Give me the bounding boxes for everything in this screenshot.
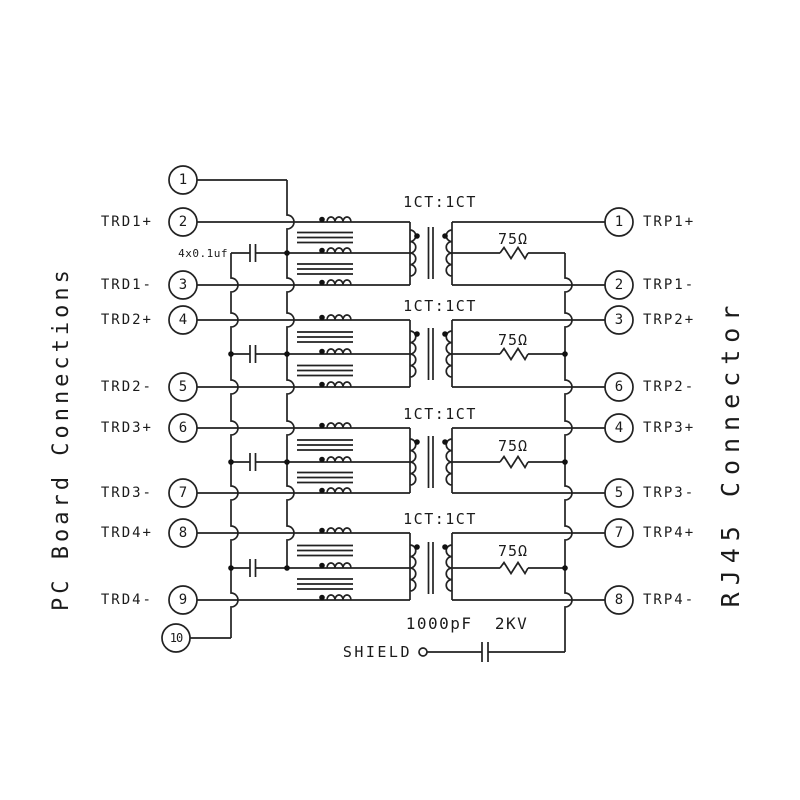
left-pin-label: TRD3- xyxy=(100,485,153,501)
left-pin-number: 3 xyxy=(178,277,188,293)
pin-circle xyxy=(604,413,634,443)
left-pin-number: 9 xyxy=(178,592,188,608)
right-pin-number: 1 xyxy=(614,214,624,230)
resistor-value-label: 75Ω xyxy=(497,230,529,248)
left-pin-number: 5 xyxy=(178,379,188,395)
left-pin-number: 2 xyxy=(178,214,188,230)
pin-circle xyxy=(168,518,198,548)
transformer-ratio-label: 1CT:1CT xyxy=(403,297,477,315)
pin-circle xyxy=(604,585,634,615)
pin-circle xyxy=(168,305,198,335)
pin-circle xyxy=(161,623,191,653)
right-pin-label: TRP2- xyxy=(643,379,696,395)
pin-circle xyxy=(168,413,198,443)
right-pin-label: TRP4- xyxy=(643,592,696,608)
pin-circle xyxy=(168,585,198,615)
pin-circle xyxy=(168,270,198,300)
cap-bank-label: 4x0.1uf xyxy=(178,247,228,260)
pin-circle xyxy=(604,305,634,335)
left-pin-label: TRD4+ xyxy=(100,525,153,541)
resistor-value-label: 75Ω xyxy=(497,331,529,349)
pin-circle xyxy=(604,478,634,508)
transformer-ratio-label: 1CT:1CT xyxy=(403,193,477,211)
left-pin-number: 4 xyxy=(178,312,188,328)
transformer-ratio-label: 1CT:1CT xyxy=(403,510,477,528)
resistor-value-label: 75Ω xyxy=(497,542,529,560)
left-pin-label: TRD3+ xyxy=(100,420,153,436)
left-pin-number: 1 xyxy=(178,172,188,188)
shield-terminal xyxy=(418,647,428,657)
left-pin-label: TRD2- xyxy=(100,379,153,395)
transformer-ratio-label: 1CT:1CT xyxy=(403,405,477,423)
right-pin-label: TRP1+ xyxy=(643,214,696,230)
junction-dots xyxy=(228,216,568,601)
right-pin-number: 8 xyxy=(614,592,624,608)
shield-label: SHIELD xyxy=(342,643,412,661)
pin-circle xyxy=(168,207,198,237)
right-pin-label: TRP2+ xyxy=(643,312,696,328)
left-pin-label: TRD4- xyxy=(100,592,153,608)
pin-circle xyxy=(604,518,634,548)
left-pin-number: 6 xyxy=(178,420,188,436)
right-pin-label: TRP1- xyxy=(643,277,696,293)
left-pin-number: 8 xyxy=(178,525,188,541)
shield-cap-value-label: 1000pF 2KV xyxy=(405,614,529,633)
left-pin-label: TRD1- xyxy=(100,277,153,293)
left-pin-label: TRD2+ xyxy=(100,312,153,328)
pin-circle xyxy=(168,372,198,402)
pin-circle xyxy=(604,207,634,237)
left-pin-label: TRD1+ xyxy=(100,214,153,230)
right-pin-number: 7 xyxy=(614,525,624,541)
right-pin-number: 5 xyxy=(614,485,624,501)
right-pin-number: 4 xyxy=(614,420,624,436)
left-pin-number: 10 xyxy=(169,631,183,645)
right-pin-number: 2 xyxy=(614,277,624,293)
wires xyxy=(190,179,605,662)
right-pin-label: TRP3- xyxy=(643,485,696,501)
left-pin-number: 7 xyxy=(178,485,188,501)
right-pin-number: 3 xyxy=(614,312,624,328)
right-pin-label: TRP4+ xyxy=(643,525,696,541)
right-pin-label: TRP3+ xyxy=(643,420,696,436)
pin-circle xyxy=(168,478,198,508)
right-pin-number: 6 xyxy=(614,379,624,395)
pin-circle xyxy=(168,165,198,195)
pin-circle xyxy=(604,270,634,300)
pin-circle xyxy=(604,372,634,402)
pin-circles xyxy=(161,165,634,657)
resistor-value-label: 75Ω xyxy=(497,437,529,455)
rj45-connector-title: RJ45 Connector xyxy=(716,298,745,608)
